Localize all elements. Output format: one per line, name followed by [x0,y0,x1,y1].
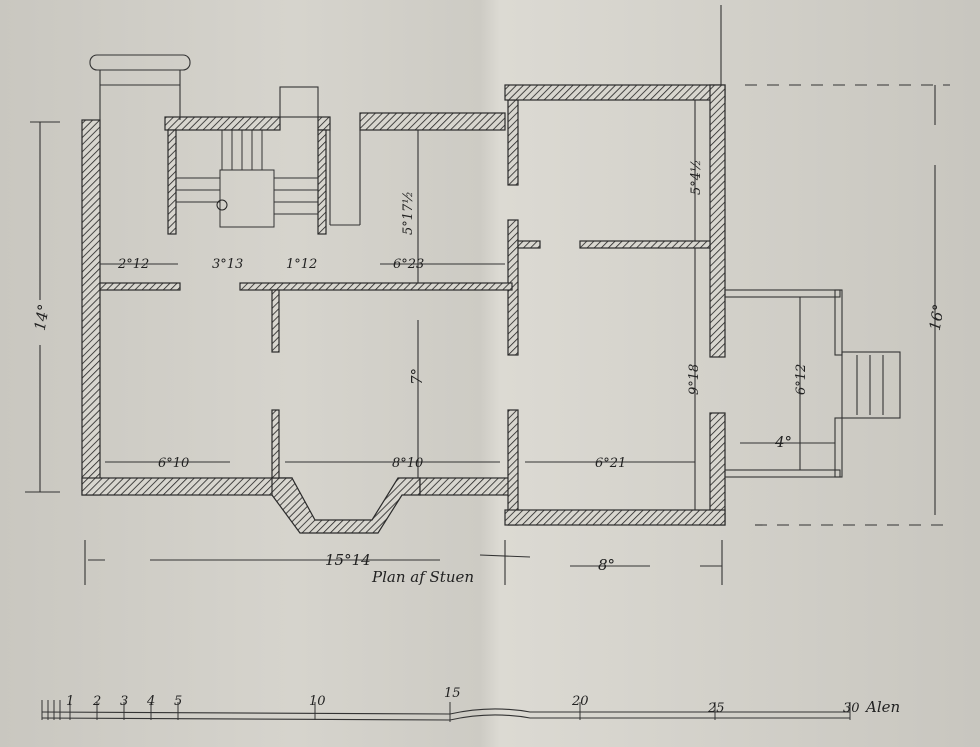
dim-1-12: 1°12 [286,257,317,272]
dimension-labels: 14° 16° 2°12 3°13 1°12 6°23 5°17½ 5°4½ 7… [31,159,948,586]
plan-title: Plan af Stuen [371,568,474,586]
scale-tick-25: 25 [707,701,725,716]
dim-6-21: 6°21 [595,456,626,471]
scale-tick-2: 2 [92,694,101,709]
scale-tick-4: 4 [146,694,155,709]
dim-6-23: 6°23 [393,257,424,272]
scale-tick-5: 5 [174,694,182,709]
scale-tick-20: 20 [571,694,589,709]
scale-bar: 1 2 3 4 5 10 15 20 25 30 Alen [41,686,900,722]
dim-right-height: 16° [926,303,948,332]
dim-15-14: 15°14 [325,551,371,569]
scale-unit: Alen [864,698,900,716]
dimension-lines [25,5,950,585]
scale-tick-3: 3 [120,694,128,709]
porch [724,289,901,478]
dim-left-height: 14° [31,303,53,332]
dim-8: 8° [598,556,615,574]
dim-8-10: 8°10 [392,456,423,471]
dim-3-13: 3°13 [212,257,243,272]
walls [81,84,726,534]
stairs [89,54,361,228]
dim-9-18: 9°18 [687,364,702,395]
dim-5-4: 5°4½ [689,159,704,195]
dim-7: 7° [408,368,426,385]
scale-tick-10: 10 [309,694,326,709]
dim-6-10: 6°10 [158,456,189,471]
dim-2-12: 2°12 [117,257,149,272]
scale-tick-1: 1 [66,694,74,709]
scale-tick-30: 30 [843,701,860,716]
dim-4: 4° [774,433,792,451]
dim-5-17: 5°17½ [401,191,416,235]
dim-6-12: 6°12 [794,364,809,395]
scale-tick-15: 15 [444,686,461,701]
